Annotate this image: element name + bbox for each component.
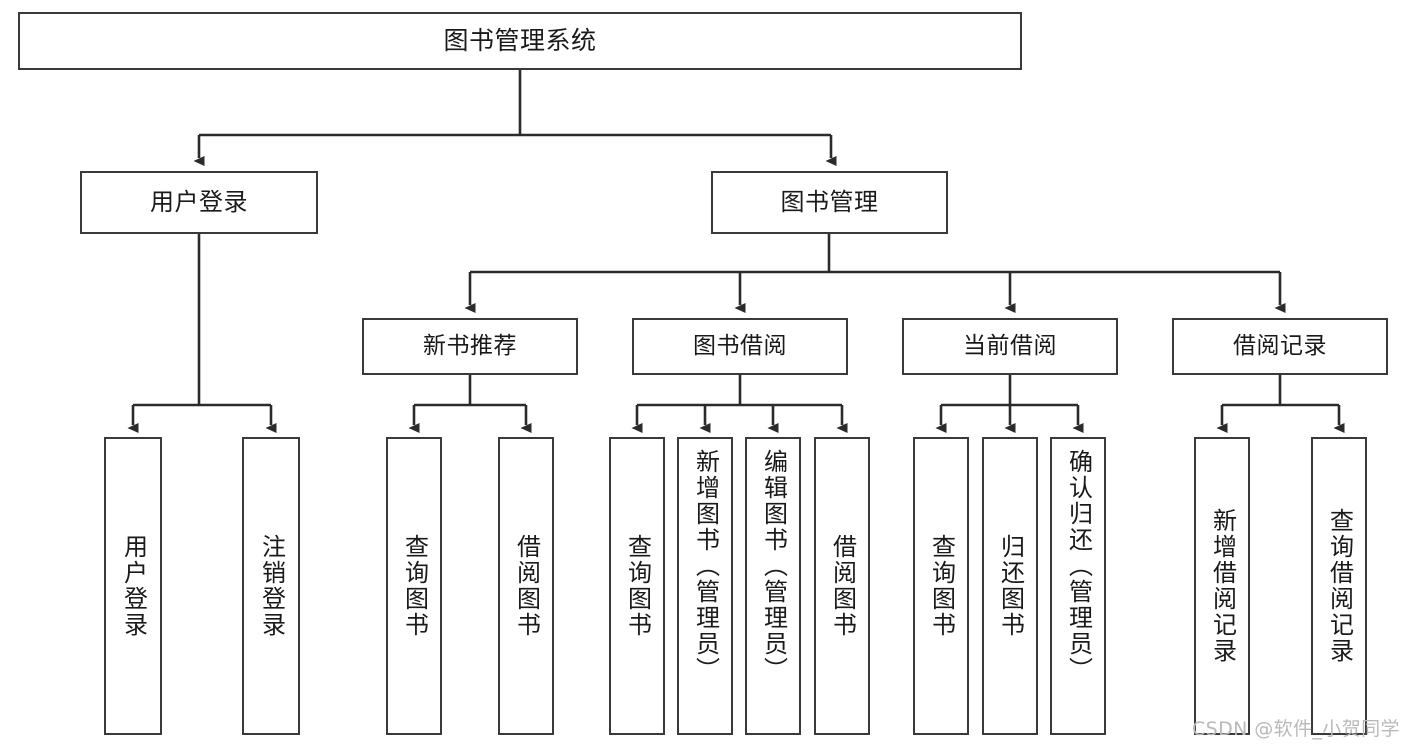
leaf-book-borrow-add[interactable]: 新增图书（管理员） [677, 437, 733, 735]
node-label: 借阅记录 [1233, 333, 1327, 360]
node-label: 查询图书 [927, 534, 956, 638]
node-label: 用户登录 [119, 534, 148, 638]
node-label: 查询借阅记录 [1325, 508, 1354, 664]
node-label: 归还图书 [996, 534, 1025, 638]
csdn-watermark: CSDN @软件_小贺同学 [1192, 718, 1400, 740]
leaf-book-borrow-edit[interactable]: 编辑图书（管理员） [745, 437, 801, 735]
node-label: 查询图书 [400, 534, 429, 638]
leaf-user-login-logout[interactable]: 注销登录 [242, 437, 300, 735]
node-borrow-record[interactable]: 借阅记录 [1172, 318, 1388, 375]
leaf-current-borrow-confirm-return[interactable]: 确认归还（管理员） [1050, 437, 1106, 735]
node-label: 确认归还（管理员） [1064, 449, 1093, 683]
leaf-book-borrow-query[interactable]: 查询图书 [609, 437, 665, 735]
node-label: 图书借阅 [693, 333, 787, 360]
leaf-borrow-record-add[interactable]: 新增借阅记录 [1194, 437, 1250, 735]
leaf-current-borrow-query[interactable]: 查询图书 [913, 437, 969, 735]
leaf-user-login-login[interactable]: 用户登录 [104, 437, 162, 735]
node-label: 图书管理系统 [443, 25, 597, 55]
node-label: 新增图书（管理员） [691, 449, 720, 683]
node-root-system[interactable]: 图书管理系统 [18, 12, 1022, 70]
node-label: 借阅图书 [828, 534, 857, 638]
node-book-borrow[interactable]: 图书借阅 [632, 318, 848, 375]
node-label: 当前借阅 [963, 333, 1057, 360]
node-label: 注销登录 [257, 534, 286, 638]
node-label: 编辑图书（管理员） [759, 449, 788, 683]
leaf-new-book-borrow[interactable]: 借阅图书 [498, 437, 554, 735]
node-label: 用户登录 [150, 187, 248, 216]
node-label: 借阅图书 [512, 534, 541, 638]
leaf-current-borrow-return[interactable]: 归还图书 [982, 437, 1038, 735]
node-label: 新增借阅记录 [1208, 508, 1237, 664]
node-label: 图书管理 [780, 187, 879, 216]
node-label: 新书推荐 [423, 333, 517, 360]
node-current-borrow[interactable]: 当前借阅 [902, 318, 1118, 375]
node-user-login[interactable]: 用户登录 [80, 171, 318, 234]
node-book-management[interactable]: 图书管理 [711, 171, 948, 234]
leaf-book-borrow-borrow[interactable]: 借阅图书 [814, 437, 870, 735]
leaf-borrow-record-query[interactable]: 查询借阅记录 [1311, 437, 1367, 735]
node-label: 查询图书 [623, 534, 652, 638]
node-new-book-recommend[interactable]: 新书推荐 [362, 318, 578, 375]
leaf-new-book-query[interactable]: 查询图书 [386, 437, 442, 735]
